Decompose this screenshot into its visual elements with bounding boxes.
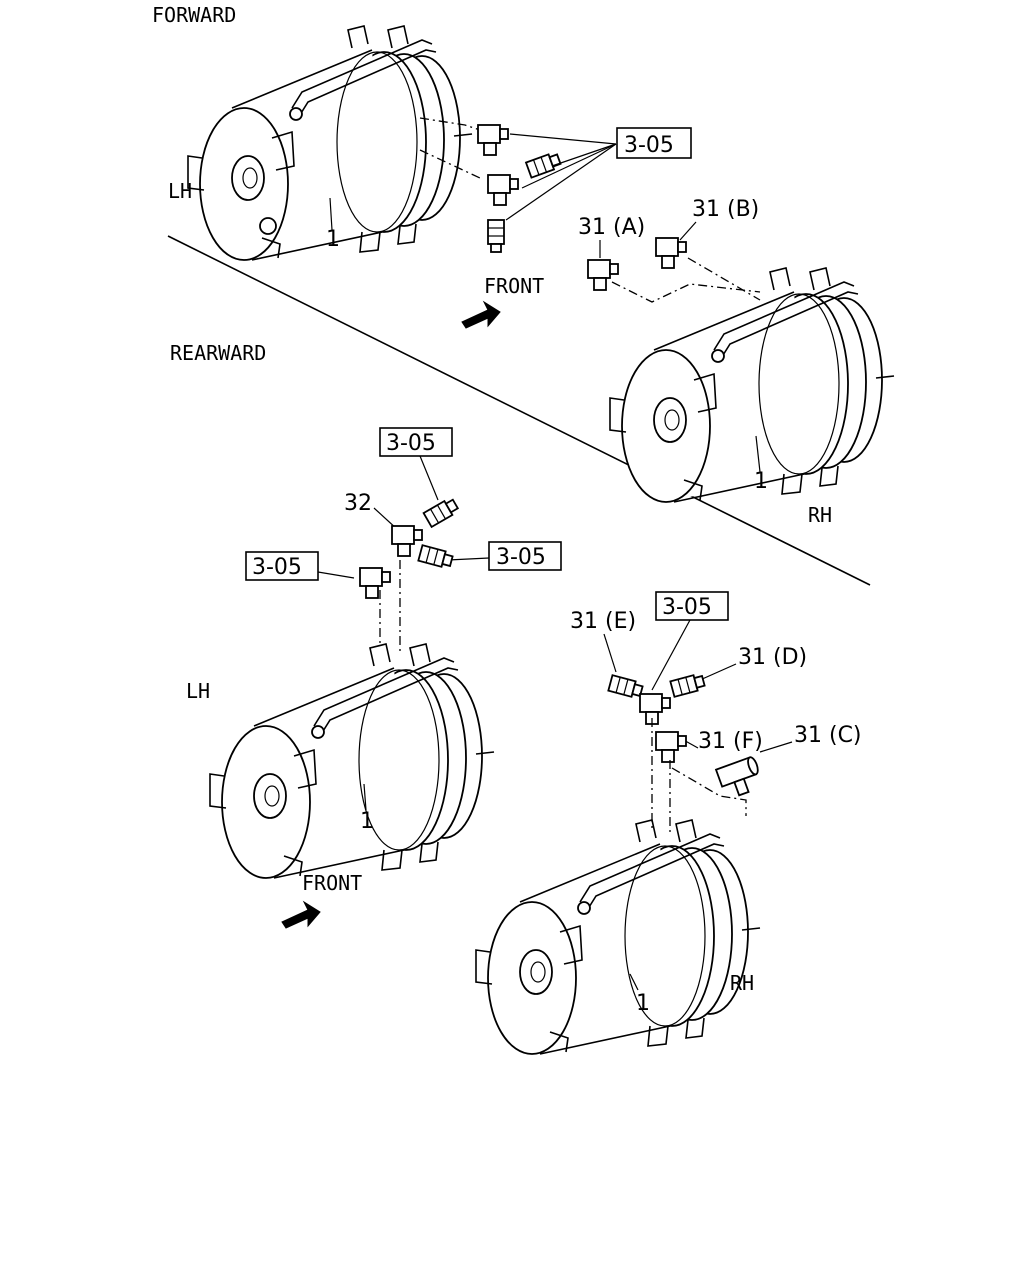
part-1-rear-lh: 1 (360, 809, 374, 834)
front-arrow-upper-icon (461, 301, 501, 329)
section-divider (167, 235, 871, 586)
fitting-vertical-forward (487, 219, 505, 253)
ref-box-rear-rh (655, 591, 729, 621)
ref-box-rear-left (245, 551, 319, 581)
fitting-32 (391, 525, 423, 557)
front-arrow-lower-icon (281, 901, 321, 929)
side-label-rear-lh: LH (186, 679, 210, 703)
fitting-elbow-upper-forward (477, 124, 509, 156)
part-1-forward-rh: 1 (754, 469, 768, 494)
ref-3-05-rear-left: 3-05 (252, 555, 302, 580)
fitting-31d (669, 672, 707, 698)
fitting-rear-left (359, 567, 391, 599)
fitting-31f (655, 731, 687, 763)
fitting-31b (655, 237, 687, 269)
ref-box-forward (616, 127, 692, 159)
fitting-31e (607, 674, 645, 700)
ref-3-05-rear-rh: 3-05 (662, 595, 712, 620)
side-label-forward-rh: RH (808, 503, 832, 527)
front-label-upper: FRONT (484, 274, 544, 298)
rearward-heading: REARWARD (170, 341, 266, 365)
part-31a: 31 (A) (578, 215, 645, 240)
compressor-forward-lh (187, 25, 473, 261)
side-label-forward-lh: LH (168, 179, 192, 203)
side-label-rear-rh: RH (730, 971, 754, 995)
part-31f: 31 (F) (698, 729, 763, 754)
part-31b: 31 (B) (692, 197, 759, 222)
forward-heading: FORWARD (152, 3, 236, 27)
part-32: 32 (344, 491, 372, 516)
ref-3-05-forward: 3-05 (624, 133, 674, 158)
compressor-forward-rh (609, 267, 895, 503)
compressor-rear-lh (209, 643, 495, 879)
ref-box-rear-right (488, 541, 562, 571)
ref-3-05-rear-right: 3-05 (496, 545, 546, 570)
fitting-block-forward (487, 174, 519, 206)
ref-box-rear-top (379, 427, 453, 457)
part-31c: 31 (C) (794, 723, 862, 748)
compressor-rear-rh (475, 819, 761, 1055)
part-1-rear-rh: 1 (636, 991, 650, 1016)
fitting-rear-right (417, 544, 455, 570)
part-1-forward-lh: 1 (326, 227, 340, 252)
fitting-31c (714, 756, 759, 797)
ref-3-05-rear-top: 3-05 (386, 431, 436, 456)
fitting-rear-top (422, 496, 461, 528)
part-31e: 31 (E) (570, 609, 636, 634)
front-label-lower: FRONT (302, 871, 362, 895)
part-31d: 31 (D) (738, 645, 807, 670)
fitting-center-rear-rh (639, 693, 671, 725)
fitting-31a (587, 259, 619, 291)
